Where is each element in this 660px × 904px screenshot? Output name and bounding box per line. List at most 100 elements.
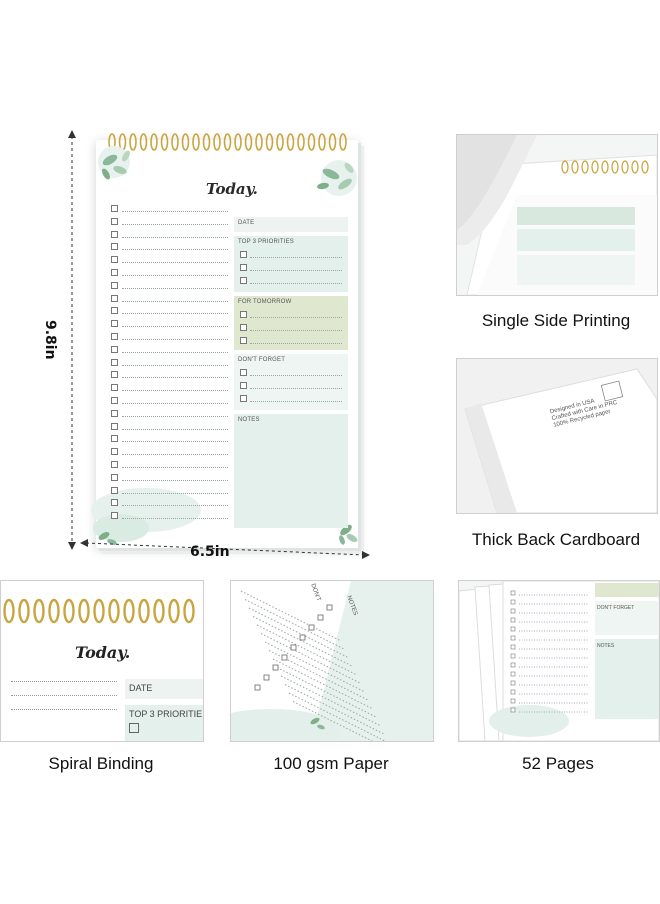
block-line — [250, 401, 342, 402]
paper-line — [256, 624, 358, 676]
spiral-thumb-line-2 — [11, 695, 117, 696]
todo-checkbox — [111, 397, 118, 404]
pages-checkbox — [510, 698, 516, 704]
block-checkbox — [240, 382, 247, 389]
spiral-coil — [234, 133, 242, 151]
spiral-coil-thumb-icon — [561, 160, 649, 174]
spiral-thumb-date: DATE — [125, 679, 203, 699]
pages-checkbox — [510, 608, 516, 614]
pages-checkbox — [510, 707, 516, 713]
todo-checkbox — [111, 243, 118, 251]
todo-checkbox — [111, 384, 118, 392]
paper-checkbox — [272, 664, 279, 671]
spiral-coil-large-icon — [3, 598, 195, 624]
todo-line — [122, 390, 228, 392]
pages-checkbox — [510, 635, 516, 641]
notes-block: NOTES — [234, 414, 348, 528]
todo-checkbox — [111, 409, 118, 417]
todo-checkbox — [111, 269, 118, 276]
block-checkbox — [240, 251, 247, 258]
dont-forget-block: DON'T FORGET — [234, 354, 348, 410]
block-line — [250, 388, 342, 389]
todo-line — [122, 467, 228, 468]
spiral-coil — [93, 598, 105, 624]
block-line — [250, 283, 342, 284]
spiral-coil — [307, 133, 316, 151]
spiral-coil — [318, 133, 326, 151]
paper-line — [292, 701, 374, 741]
pages-dont-forget-label: DON'T FORGET — [597, 605, 635, 611]
spiral-coil — [150, 133, 158, 151]
todo-line — [122, 262, 228, 264]
stacked-pages-graphic — [457, 135, 657, 295]
pages-thumbnail: DON'T FORGET NOTES — [458, 580, 660, 742]
spiral-coil — [3, 598, 15, 624]
todo-line — [122, 518, 228, 520]
block-checkbox — [240, 337, 247, 344]
spiral-coil — [181, 133, 190, 151]
pages-notes-label: NOTES — [597, 643, 615, 649]
todo-line — [122, 351, 228, 353]
spiral-coil — [223, 133, 232, 151]
block-checkbox — [240, 369, 247, 376]
paper-line — [288, 692, 387, 741]
todo-checkbox — [111, 358, 118, 366]
cardboard-back-graphic — [464, 368, 657, 513]
spiral-coil — [18, 598, 30, 624]
paper-line — [276, 667, 378, 718]
todo-line — [122, 326, 228, 328]
paper-thumbnail: NOTES DON'T — [230, 580, 434, 742]
paper-line — [248, 607, 350, 659]
pages-checkbox — [510, 680, 516, 686]
spiral-coil — [339, 133, 347, 151]
block-line — [250, 330, 342, 331]
spiral-coil — [328, 133, 337, 151]
priorities-label: TOP 3 PRIORITIES — [238, 239, 294, 245]
paper-line — [244, 599, 346, 650]
spiral-binding-thumbnail: Today. DATE TOP 3 PRIORITIE — [0, 580, 204, 742]
block-checkbox — [240, 311, 247, 318]
paper-checkbox — [254, 684, 261, 691]
spiral-coil — [160, 133, 169, 151]
todo-checkbox — [111, 422, 118, 430]
todo-checkbox — [111, 320, 118, 328]
paper-checkbox — [308, 624, 315, 631]
todo-checkbox — [111, 473, 118, 481]
block-checkbox — [240, 324, 247, 331]
pages-checkbox — [510, 662, 516, 668]
eucalyptus-leaf-bottom-right-icon — [339, 524, 358, 545]
pages-checkbox — [510, 590, 516, 596]
spiral-coil — [138, 598, 150, 624]
spiral-coil — [153, 598, 165, 624]
spiral-coil — [63, 598, 75, 624]
todo-checkbox — [111, 307, 118, 315]
dont-forget-label: DON'T FORGET — [238, 357, 286, 363]
pages-checkbox — [510, 644, 516, 650]
eucalyptus-leaf-top-right-icon — [317, 160, 357, 196]
todo-line — [122, 339, 228, 340]
todo-checkbox — [111, 333, 118, 340]
spiral-coil — [581, 160, 589, 174]
main-notepad: Today. DATE TOP 3 PRIORITIES FOR TOMORRO… — [91, 133, 358, 548]
spiral-coil — [78, 598, 90, 624]
paper-checkbox — [290, 644, 297, 651]
spiral-thumb-line-1 — [11, 681, 117, 682]
spiral-coil — [571, 160, 579, 174]
paper-checkbox — [263, 674, 270, 681]
spiral-coil — [601, 160, 609, 174]
block-checkbox — [240, 395, 247, 402]
spiral-coil — [192, 133, 200, 151]
spiral-coil — [591, 160, 599, 174]
spiral-coil — [33, 598, 45, 624]
spiral-coil — [631, 160, 639, 174]
spiral-binding-graphic — [108, 133, 347, 151]
spiral-coil — [213, 133, 221, 151]
block-line — [250, 317, 342, 318]
todo-line — [122, 454, 228, 456]
todo-line — [122, 505, 228, 507]
paper-line — [240, 590, 342, 642]
paper-line — [264, 641, 366, 693]
watercolor-leaf-bottom-left-icon — [91, 488, 201, 545]
block-line — [250, 343, 342, 344]
todo-line — [122, 377, 228, 379]
